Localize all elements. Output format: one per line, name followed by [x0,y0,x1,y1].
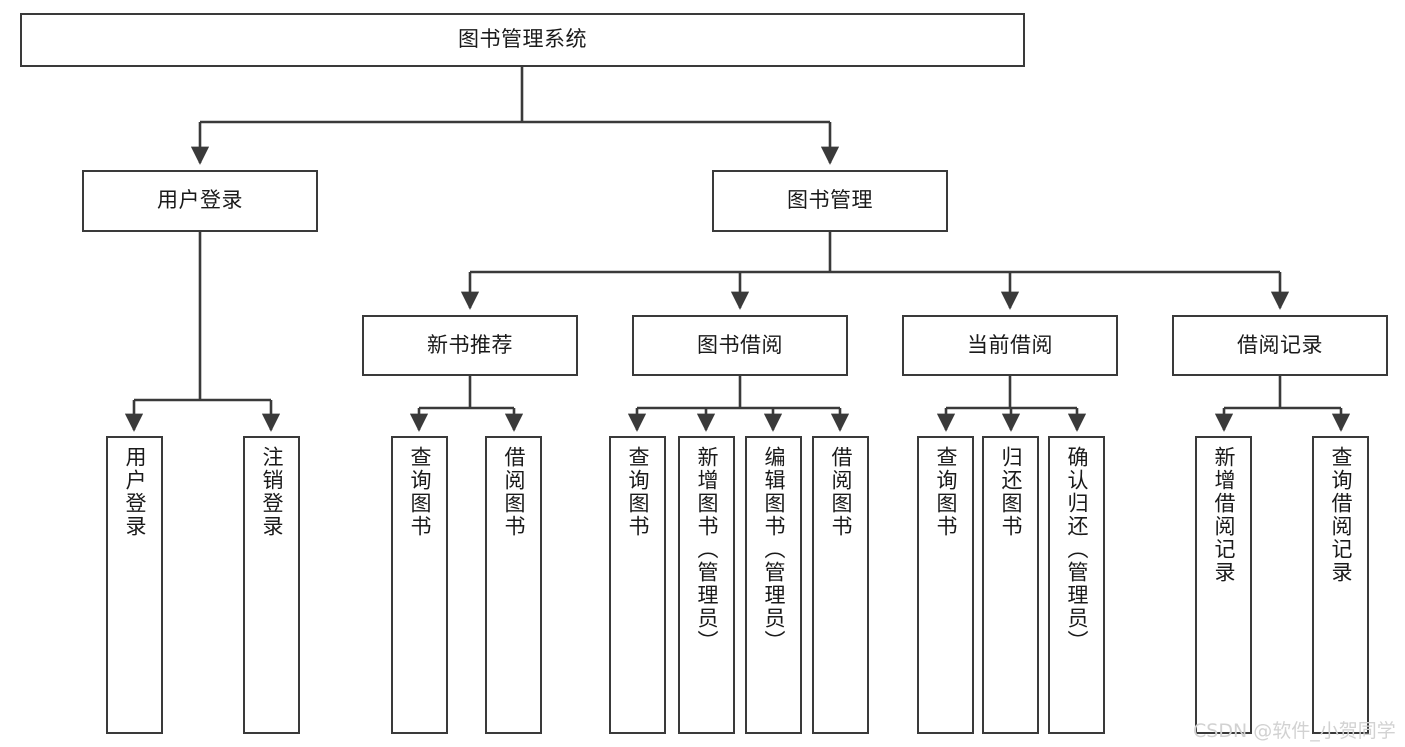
leaf-user-login-signin[interactable]: 用户登录 [106,436,163,734]
node-label: 查询图书 [626,446,650,538]
leaf-current-query-book[interactable]: 查询图书 [917,436,974,734]
leaf-borrow-edit-book-admin[interactable]: 编辑图书（管理员） [745,436,802,734]
node-root-system[interactable]: 图书管理系统 [20,13,1025,67]
leaf-recommend-query-book[interactable]: 查询图书 [391,436,448,734]
node-label: 编辑图书（管理员） [762,446,786,653]
node-new-book-recommend[interactable]: 新书推荐 [362,315,578,376]
node-label: 当前借阅 [967,332,1053,357]
node-label: 新增借阅记录 [1212,446,1236,584]
node-label: 注销登录 [260,446,284,538]
leaf-recommend-borrow-book[interactable]: 借阅图书 [485,436,542,734]
node-label: 新增图书（管理员） [695,446,719,653]
node-label: 图书管理 [787,188,873,213]
leaf-record-add-record[interactable]: 新增借阅记录 [1195,436,1252,734]
leaf-record-query-record[interactable]: 查询借阅记录 [1312,436,1369,734]
node-label: 借阅图书 [829,446,853,538]
node-label: 查询图书 [408,446,432,538]
leaf-user-login-signout[interactable]: 注销登录 [243,436,300,734]
node-label: 查询图书 [934,446,958,538]
node-book-borrow[interactable]: 图书借阅 [632,315,848,376]
node-borrow-record[interactable]: 借阅记录 [1172,315,1388,376]
leaf-current-confirm-return-admin[interactable]: 确认归还（管理员） [1048,436,1105,734]
node-label: 图书借阅 [697,332,783,357]
node-label: 用户登录 [157,188,243,213]
node-label: 借阅图书 [502,446,526,538]
node-label: 查询借阅记录 [1329,446,1353,584]
leaf-borrow-query-book[interactable]: 查询图书 [609,436,666,734]
node-current-borrow[interactable]: 当前借阅 [902,315,1118,376]
leaf-borrow-borrow-book[interactable]: 借阅图书 [812,436,869,734]
node-label: 用户登录 [123,446,147,538]
node-label: 借阅记录 [1237,332,1323,357]
node-label: 图书管理系统 [458,27,587,52]
node-label: 新书推荐 [427,332,513,357]
node-user-login[interactable]: 用户登录 [82,170,318,232]
leaf-current-return-book[interactable]: 归还图书 [982,436,1039,734]
node-book-management[interactable]: 图书管理 [712,170,948,232]
node-label: 确认归还（管理员） [1065,446,1089,653]
node-label: 归还图书 [999,446,1023,538]
leaf-borrow-add-book-admin[interactable]: 新增图书（管理员） [678,436,735,734]
